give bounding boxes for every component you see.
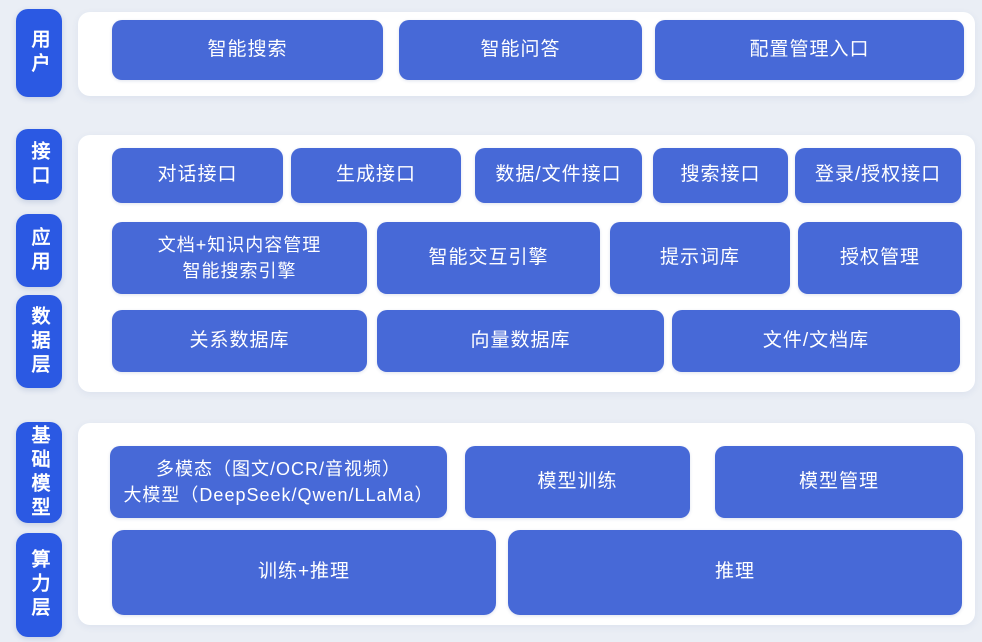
box-model-training: 模型训练 xyxy=(465,446,690,518)
box-prompt-library: 提示词库 xyxy=(610,222,790,294)
pill-user-layer-label: 用户 xyxy=(28,29,50,77)
pill-compute-layer: 算力层 xyxy=(16,533,62,637)
box-dialog-api: 对话接口 xyxy=(112,148,283,203)
pill-application-layer-label: 应用 xyxy=(28,226,50,275)
box-vector-database: 向量数据库 xyxy=(377,310,664,372)
box-doc-knowledge-search-engine: 文档+知识内容管理 智能搜索引擎 xyxy=(112,222,367,294)
box-doc-knowledge-search-engine-line1: 文档+知识内容管理 xyxy=(157,234,322,255)
box-data-file-api: 数据/文件接口 xyxy=(475,148,642,203)
box-smart-qa: 智能问答 xyxy=(399,20,642,80)
user-layer-card: 智能搜索 智能问答 配置管理入口 xyxy=(78,12,975,96)
box-doc-knowledge-search-engine-line2: 智能搜索引擎 xyxy=(182,261,297,281)
pill-application-layer: 应用 xyxy=(16,214,62,287)
box-file-document-store: 文件/文档库 xyxy=(672,310,960,372)
pill-data-layer-label: 数据层 xyxy=(28,305,50,378)
pill-foundation-model-layer-label: 基础模型 xyxy=(28,424,50,521)
box-multimodal-llm-line1: 多模态（图文/OCR/音视频） xyxy=(156,458,401,479)
middle-layers-card: 对话接口 生成接口 数据/文件接口 搜索接口 登录/授权接口 文档+知识内容管理… xyxy=(78,135,975,392)
pill-foundation-model-layer: 基础模型 xyxy=(16,422,62,523)
box-model-management: 模型管理 xyxy=(715,446,963,518)
pill-interface-layer-label: 接口 xyxy=(28,140,50,189)
box-relational-database: 关系数据库 xyxy=(112,310,367,372)
box-smart-search: 智能搜索 xyxy=(112,20,383,80)
box-config-management-entry: 配置管理入口 xyxy=(655,20,964,80)
box-authorization-management: 授权管理 xyxy=(798,222,962,294)
box-multimodal-llm: 多模态（图文/OCR/音视频） 大模型（DeepSeek/Qwen/LLaMa） xyxy=(110,446,447,518)
box-multimodal-llm-line2: 大模型（DeepSeek/Qwen/LLaMa） xyxy=(123,485,434,505)
box-intelligent-interaction-engine: 智能交互引擎 xyxy=(377,222,600,294)
box-generation-api: 生成接口 xyxy=(291,148,461,203)
box-search-api: 搜索接口 xyxy=(653,148,788,203)
pill-user-layer: 用户 xyxy=(16,9,62,97)
pill-data-layer: 数据层 xyxy=(16,295,62,388)
pill-compute-layer-label: 算力层 xyxy=(28,549,50,621)
bottom-layers-card: 多模态（图文/OCR/音视频） 大模型（DeepSeek/Qwen/LLaMa）… xyxy=(78,423,975,625)
box-login-auth-api: 登录/授权接口 xyxy=(795,148,961,203)
box-training-inference: 训练+推理 xyxy=(112,530,496,615)
box-inference: 推理 xyxy=(508,530,962,615)
pill-interface-layer: 接口 xyxy=(16,129,62,200)
